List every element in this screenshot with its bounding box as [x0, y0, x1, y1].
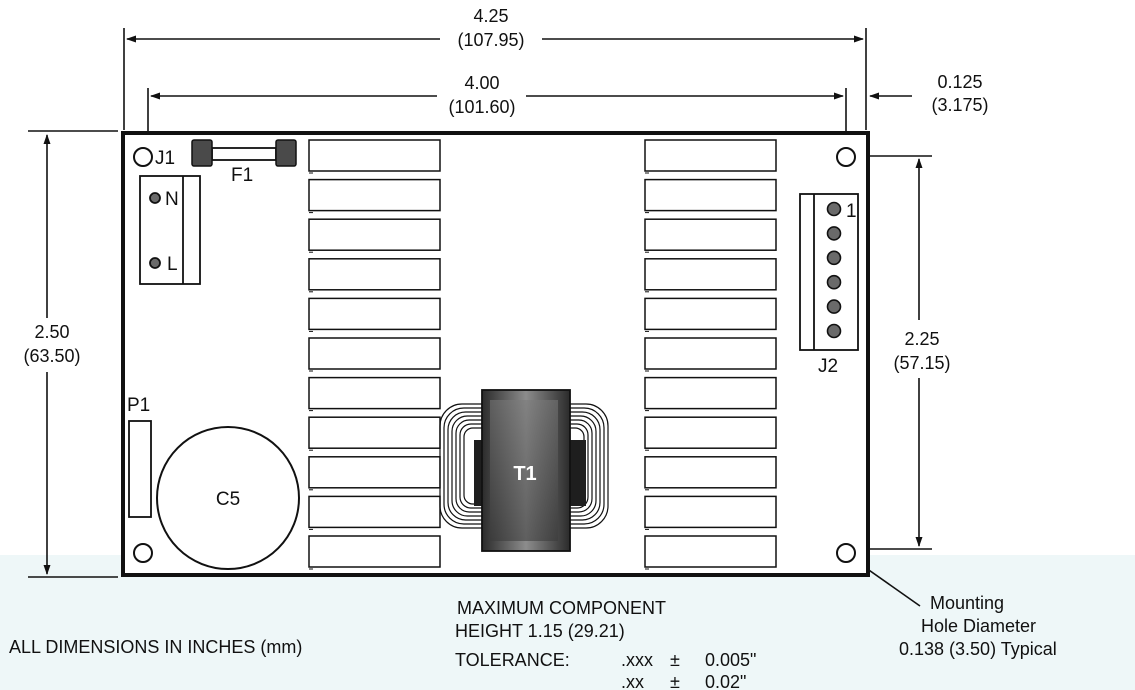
j2-pin [826, 226, 842, 241]
overall-width-in: 4.25 [473, 6, 508, 26]
capacitor-c5 [156, 426, 300, 570]
j2-pin [826, 274, 842, 290]
fuse-f1 [191, 139, 297, 167]
heatsink-left-fin [308, 456, 441, 489]
mounting-note-line1: Mounting [930, 593, 1004, 613]
hole-spacing-height-mm: (57.15) [893, 353, 950, 373]
heatsink-right-fin [644, 218, 777, 251]
heatsink-right-fin [644, 416, 777, 449]
hole-spacing-width-in: 4.00 [464, 73, 499, 93]
connector-p1 [128, 420, 152, 518]
heatsink-right-fin [644, 456, 777, 489]
tolerance-xx: .xx [621, 672, 644, 690]
edge-offset-in: 0.125 [937, 72, 982, 92]
heatsink-right-fin [644, 337, 777, 370]
heatsink-right [644, 139, 777, 570]
heatsink-left-fin [308, 297, 441, 331]
heatsink-right-fin [644, 535, 777, 568]
hole-spacing-height-in: 2.25 [904, 329, 939, 349]
heatsink-left-fin [308, 416, 441, 449]
tolerance-xx-pm: ± [670, 672, 680, 690]
mounting-hole-top-left [133, 147, 153, 167]
all-dimensions-note: ALL DIMENSIONS IN INCHES (mm) [9, 637, 302, 657]
heatsink-left-fin [308, 218, 441, 251]
heatsink-left-fin [308, 535, 441, 568]
label-l: L [167, 254, 178, 275]
tolerance-label: TOLERANCE: [455, 650, 570, 670]
output-connector-j2 [799, 193, 859, 351]
label-t1: T1 [513, 463, 536, 485]
j2-pin [826, 250, 842, 266]
tolerance-xxx: .xxx [621, 650, 653, 670]
mounting-hole-bottom-left [133, 543, 153, 563]
j2-pin [826, 323, 842, 339]
hole-spacing-width-mm: (101.60) [448, 97, 515, 117]
mounting-note-line3: 0.138 (3.50) Typical [899, 639, 1057, 659]
input-connector [139, 175, 201, 285]
heatsink-right-fin [644, 495, 777, 529]
heatsink-left [308, 139, 441, 570]
label-j2-pin1: 1 [846, 201, 857, 222]
j2-pin [826, 299, 842, 314]
label-n: N [165, 189, 179, 210]
heatsink-right-fin [644, 139, 777, 172]
edge-offset-mm: (3.175) [931, 95, 988, 115]
mounting-holes [133, 147, 856, 563]
max-height-line2: HEIGHT 1.15 (29.21) [455, 621, 625, 641]
label-j2: J2 [818, 356, 838, 377]
tolerance-xxx-pm: ± [670, 650, 680, 670]
transformer-t1 [439, 389, 609, 552]
overall-width-mm: (107.95) [457, 30, 524, 50]
heatsink-left-fin [308, 376, 441, 410]
label-f1: F1 [231, 165, 253, 186]
overall-height-mm: (63.50) [23, 346, 80, 366]
heatsink-right-fin [644, 178, 777, 212]
label-c5: C5 [216, 489, 240, 510]
dimension-lines [28, 28, 932, 607]
j2-pins [826, 201, 842, 339]
label-p1: P1 [127, 395, 150, 416]
heatsink-right-fin [644, 297, 777, 331]
label-j1: J1 [155, 148, 175, 169]
mounting-note-line2: Hole Diameter [921, 616, 1036, 636]
tolerance-xxx-value: 0.005" [705, 650, 756, 670]
heatsink-left-fin [308, 495, 441, 529]
heatsink-right-fin [644, 258, 777, 291]
heatsink-left-fin [308, 258, 441, 291]
heatsink-left-fin [308, 178, 441, 212]
mounting-hole-bottom-right [836, 543, 856, 563]
overall-height-in: 2.50 [34, 322, 69, 342]
heatsink-left-fin [308, 337, 441, 370]
heatsink-right-fin [644, 376, 777, 410]
heatsink-left-fin [308, 139, 441, 172]
j2-pin [826, 201, 842, 217]
mounting-hole-top-right [836, 147, 856, 167]
tolerance-xx-value: 0.02" [705, 672, 746, 690]
max-height-line1: MAXIMUM COMPONENT [457, 598, 666, 618]
footer-background [0, 555, 1135, 690]
